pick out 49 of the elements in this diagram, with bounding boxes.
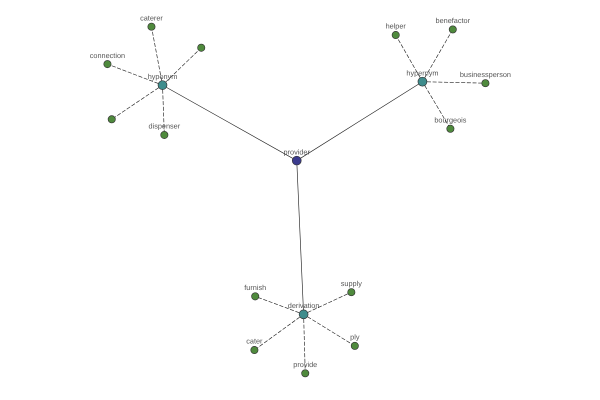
node-label: ply [350, 332, 359, 342]
node-circle [446, 124, 454, 133]
connector [166, 87, 292, 159]
node-label: dispenser [148, 122, 180, 131]
node-label: hypernym [406, 68, 438, 78]
node-circle [391, 31, 400, 39]
node-label: businessperson [459, 70, 510, 79]
connector [300, 84, 418, 158]
connector [162, 89, 164, 132]
node-circle [102, 60, 111, 68]
node-label: caterer [140, 13, 162, 22]
node-label: helper [385, 22, 406, 31]
connector [426, 81, 482, 84]
node-circle [157, 80, 167, 90]
node-circle [250, 346, 258, 354]
node-label: provide [292, 360, 317, 369]
node-label: furnish [244, 283, 266, 292]
node-circle [146, 22, 155, 31]
node-circle [417, 76, 427, 86]
node-label: supply [340, 278, 362, 288]
node-circle [298, 310, 308, 320]
node-circle [196, 44, 205, 52]
node-circle [250, 292, 259, 300]
connector [306, 316, 352, 344]
connector [302, 318, 305, 370]
connector [114, 88, 158, 118]
node-circle [160, 131, 168, 139]
connector [296, 165, 304, 310]
node-circle [291, 156, 302, 166]
node-label: connection [89, 50, 125, 60]
node-label: bourgeois [434, 115, 466, 124]
connector [424, 32, 451, 78]
connector [151, 30, 162, 81]
node-circle [480, 79, 489, 88]
node-circle [448, 25, 456, 34]
node-circle [350, 342, 358, 350]
node-label: cater [246, 336, 262, 346]
connector [110, 65, 158, 84]
node-circle [300, 369, 309, 378]
connector [306, 294, 348, 313]
node-circle [107, 115, 116, 124]
node-label: provider [283, 147, 310, 156]
node-circle [346, 288, 355, 296]
connector [256, 316, 300, 348]
node-label: benefactor [435, 16, 470, 26]
connector [164, 50, 198, 82]
connector [258, 297, 299, 313]
connector [396, 38, 420, 78]
connector [424, 85, 448, 126]
